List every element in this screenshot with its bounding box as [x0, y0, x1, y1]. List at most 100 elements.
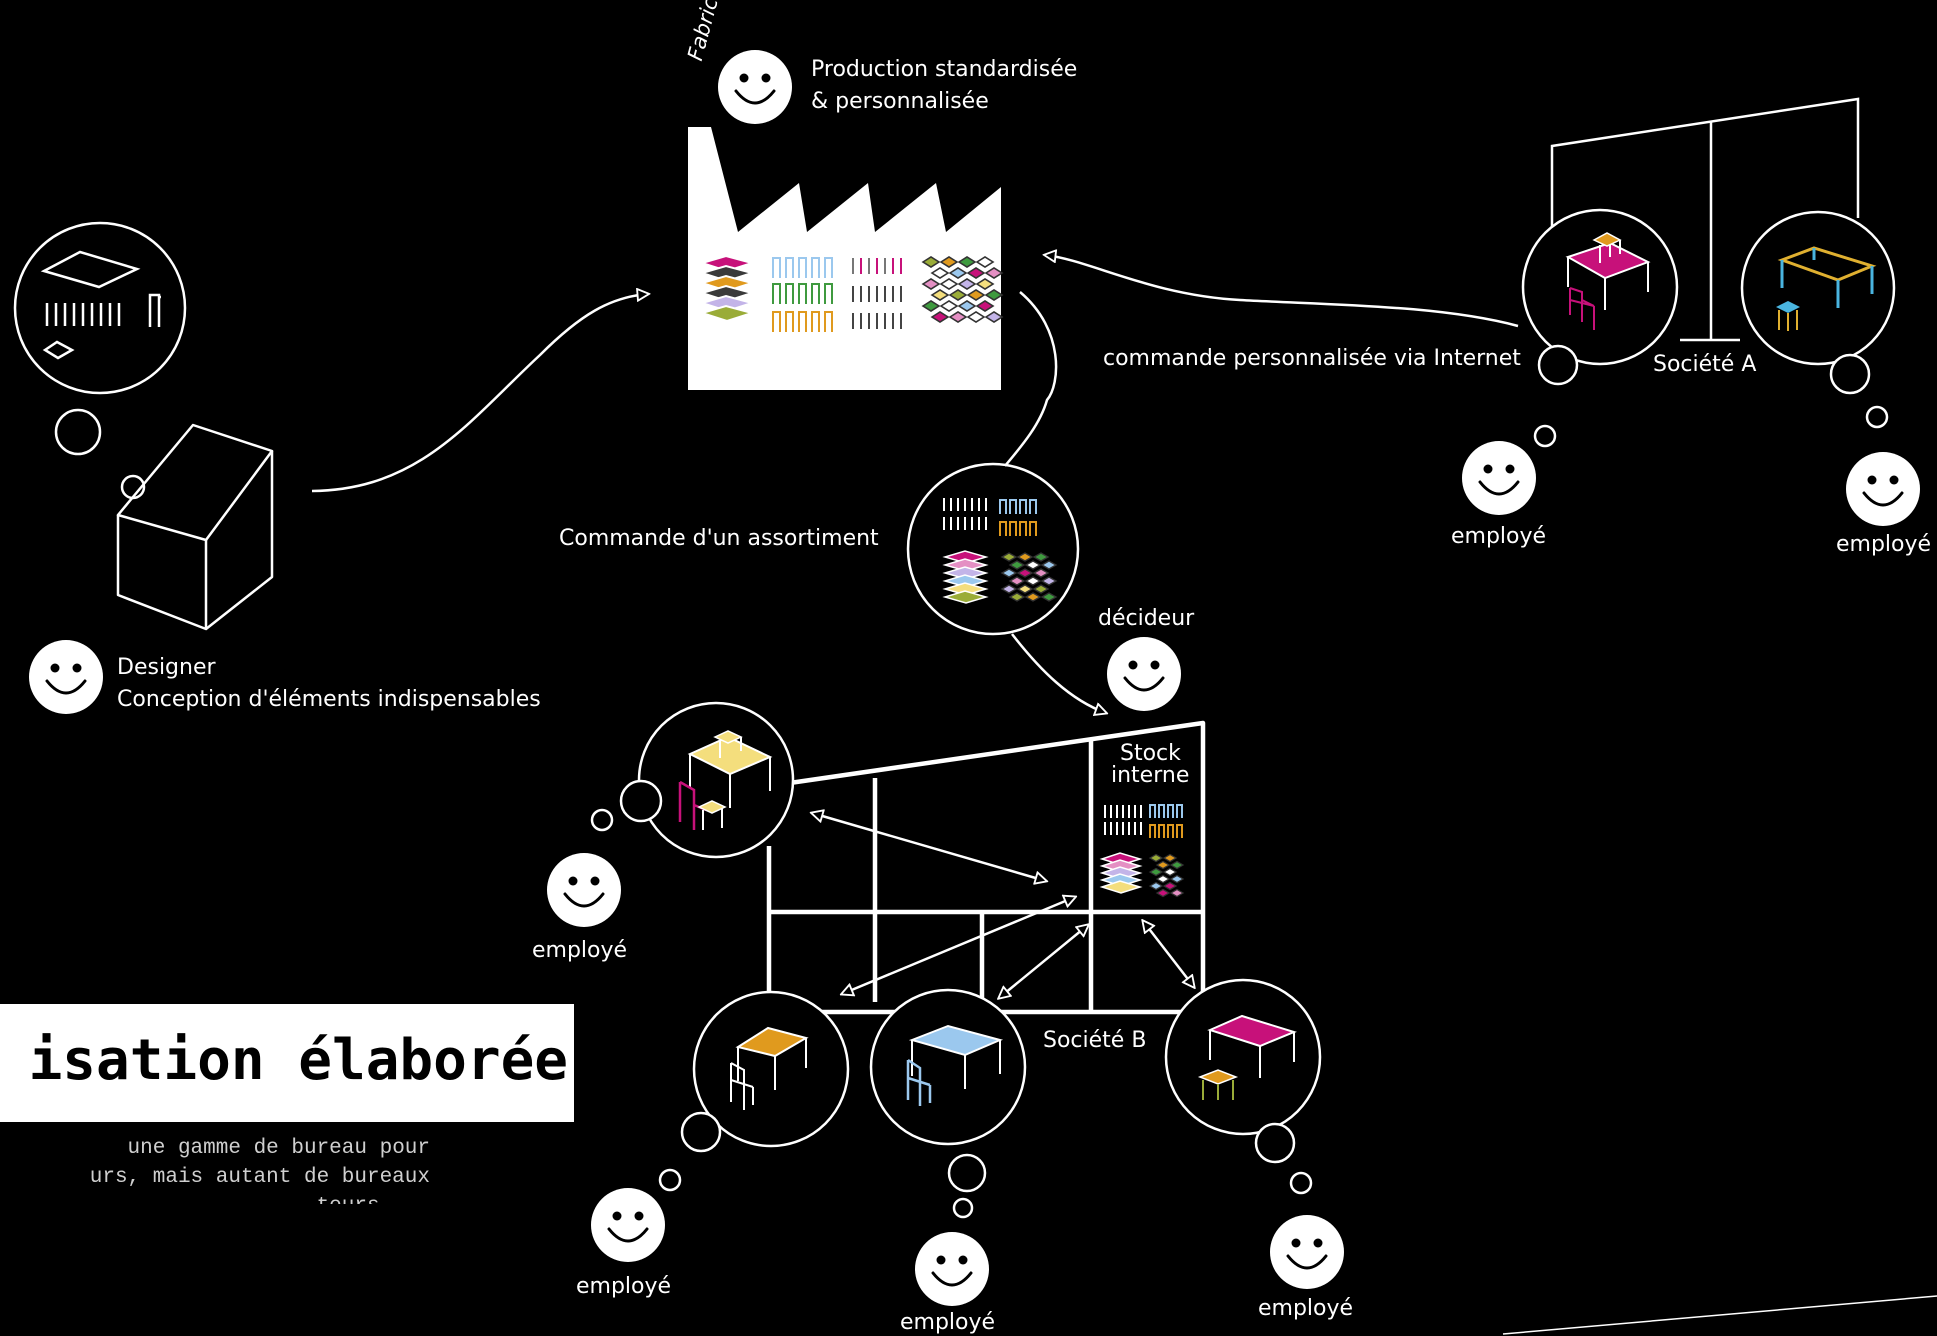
tile-icon — [948, 289, 968, 301]
tile-icon — [1040, 560, 1058, 570]
employe-thought-b1 — [590, 701, 795, 859]
societe-a-label: Société A — [1653, 352, 1757, 377]
tile-icon — [975, 300, 995, 312]
tile-icon — [1024, 560, 1042, 570]
designer-box-icon — [116, 423, 274, 631]
tile-icon — [1024, 592, 1042, 602]
smiley-face-icon — [1846, 452, 1920, 526]
assortment-label: Commande d'un assortiment — [559, 526, 879, 551]
societe-a-thought-1 — [1521, 208, 1679, 448]
tile-icon — [966, 267, 986, 279]
tile-icon — [984, 267, 1004, 279]
stock-interne-icon — [1099, 804, 1185, 898]
description-line-2: urs, mais autant de bureaux — [89, 1166, 430, 1189]
tile-icon — [975, 278, 995, 290]
tile-icon — [957, 256, 977, 268]
tile-icon — [1000, 568, 1018, 578]
societe-a-thought-2 — [1740, 210, 1896, 429]
designer-to-factory-arrow — [311, 294, 648, 493]
tile-icon — [1148, 867, 1164, 877]
smiley-face-icon — [1270, 1215, 1344, 1289]
tile-icon — [1016, 568, 1034, 578]
stock-label-line2: interne — [1111, 763, 1190, 788]
designer-thought-bubble — [13, 221, 187, 500]
tile-icon — [939, 300, 959, 312]
societe-a-building — [1550, 97, 1860, 342]
tile-icon — [1016, 584, 1034, 594]
smiley-face-icon — [1107, 637, 1181, 711]
tile-icon — [1155, 888, 1171, 898]
factory-stock-icon — [698, 254, 1004, 332]
employe-thought-b3 — [869, 988, 1027, 1219]
smiley-face-icon — [1462, 441, 1536, 515]
smiley-face-icon — [591, 1188, 665, 1262]
tile-icon — [939, 278, 959, 290]
tile-icon — [957, 300, 977, 312]
tile-icon — [966, 311, 986, 323]
tile-icon — [1169, 860, 1185, 870]
title-banner: isation élaborée — [0, 1004, 574, 1122]
tile-icon — [1032, 584, 1050, 594]
employe-label: employé — [1451, 524, 1547, 549]
factory-to-assortment-line — [1004, 291, 1058, 467]
employe-thought-b4 — [1164, 978, 1322, 1195]
tile-icon — [1155, 874, 1171, 884]
tile-icon — [1032, 568, 1050, 578]
tile-icon — [930, 289, 950, 301]
tile-icon — [939, 256, 959, 268]
tile-icon — [1169, 874, 1185, 884]
tile-icon — [957, 278, 977, 290]
smiley-face-icon — [547, 853, 621, 927]
tile-icon — [1162, 867, 1178, 877]
assortment-bubble — [906, 462, 1080, 636]
factory-icon — [688, 127, 1001, 390]
tile-icon — [948, 311, 968, 323]
tile-icon — [1000, 584, 1018, 594]
tile-icon — [1040, 592, 1058, 602]
tile-icon — [984, 289, 1004, 301]
tile-icon — [1008, 576, 1026, 586]
employe-thought-b2 — [658, 990, 850, 1192]
tile-icon — [1040, 576, 1058, 586]
tile-icon — [1008, 592, 1026, 602]
tile-icon — [1016, 552, 1034, 562]
employe-label: employé — [532, 938, 628, 963]
tile-icon — [921, 256, 941, 268]
tile-icon — [1000, 552, 1018, 562]
tile-icon — [984, 311, 1004, 323]
societe-b-label: Société B — [1043, 1028, 1147, 1053]
decideur-label: décideur — [1098, 606, 1195, 631]
stock-label-line1: Stock — [1120, 741, 1181, 766]
tile-icon — [948, 267, 968, 279]
employe-label: employé — [576, 1274, 672, 1299]
designer-label: Designer — [117, 655, 216, 680]
smiley-face-icon — [915, 1232, 989, 1306]
tile-icon — [1008, 560, 1026, 570]
flow-arrows — [311, 255, 1519, 713]
page-title: isation élaborée — [28, 1028, 568, 1093]
decorative-line — [1502, 1295, 1937, 1335]
tile-icon — [1155, 860, 1171, 870]
production-label-line1: Production standardisée — [811, 57, 1078, 82]
tile-icon — [921, 300, 941, 312]
internet-order-label: commande personnalisée via Internet — [1103, 346, 1521, 371]
smiley-face-icon — [29, 640, 103, 714]
tile-icon — [930, 267, 950, 279]
smiley-face-icon — [718, 50, 792, 124]
employe-label: employé — [900, 1310, 996, 1335]
description-line-1: une gamme de bureau pour — [127, 1137, 430, 1160]
designer-description-label: Conception d'éléments indispensables — [117, 687, 541, 712]
employe-label: employé — [1836, 532, 1932, 557]
production-label-line2: & personnalisée — [811, 89, 989, 114]
tile-icon — [930, 311, 950, 323]
internal-arrows — [812, 813, 1194, 998]
internet-order-arrow — [1045, 255, 1519, 328]
description-text: une gamme de bureau pour urs, mais autan… — [0, 1134, 430, 1204]
tile-icon — [1148, 881, 1164, 891]
employe-label: employé — [1258, 1296, 1354, 1321]
tile-icon — [1162, 881, 1178, 891]
tile-icon — [975, 256, 995, 268]
tile-icon — [1032, 552, 1050, 562]
